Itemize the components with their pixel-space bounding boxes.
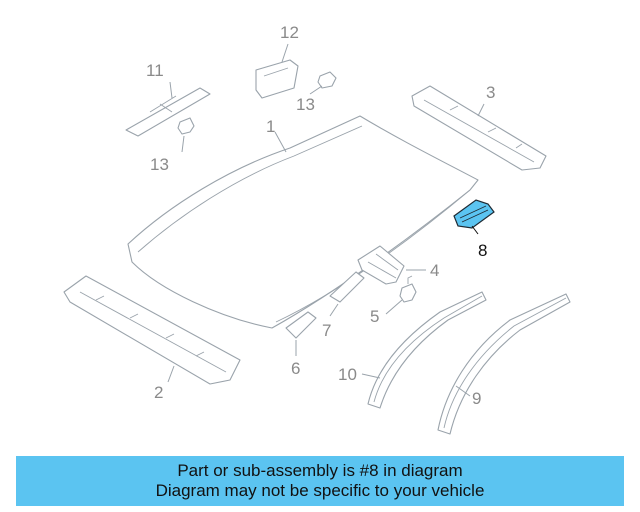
roof-parts-diagram: 1 2 3 4 5 6 7 8 9 10 11 12 13 13 bbox=[63, 23, 571, 435]
callout-1: 1 bbox=[266, 117, 275, 136]
callout-13-b: 13 bbox=[296, 95, 315, 114]
banner-line-2: Diagram may not be specific to your vehi… bbox=[155, 481, 485, 500]
info-banner: Part or sub-assembly is #8 in diagram Di… bbox=[16, 456, 624, 506]
part-13-bolt-a bbox=[177, 117, 195, 135]
part-10-side-rail bbox=[367, 291, 487, 409]
part-6-reinforcement bbox=[285, 311, 317, 339]
callout-4: 4 bbox=[430, 261, 439, 280]
callout-7: 7 bbox=[322, 321, 331, 340]
callout-13-a: 13 bbox=[150, 155, 169, 174]
callout-5: 5 bbox=[370, 307, 379, 326]
part-9-side-rail bbox=[437, 293, 571, 435]
callout-3: 3 bbox=[486, 83, 495, 102]
part-12-bracket bbox=[255, 59, 299, 99]
part-2-front-rail bbox=[63, 275, 241, 385]
part-11-bracket bbox=[125, 87, 211, 137]
part-4-bracket bbox=[357, 245, 405, 285]
part-7-reinforcement bbox=[329, 271, 365, 303]
part-1-roof-panel bbox=[127, 115, 479, 329]
leader-lines bbox=[167, 43, 485, 397]
callout-6: 6 bbox=[291, 359, 300, 378]
part-8-bracket-highlighted bbox=[453, 199, 495, 229]
callout-8: 8 bbox=[478, 241, 487, 260]
callout-12: 12 bbox=[280, 23, 299, 42]
banner-line-1: Part or sub-assembly is #8 in diagram bbox=[177, 461, 463, 480]
callout-11: 11 bbox=[146, 61, 164, 80]
part-13-bolt-b bbox=[317, 71, 337, 89]
part-3-rear-rail bbox=[411, 85, 547, 171]
callout-10: 10 bbox=[338, 365, 357, 384]
part-5-bolt bbox=[399, 275, 417, 303]
callout-2: 2 bbox=[154, 383, 163, 402]
callout-9: 9 bbox=[472, 389, 481, 408]
